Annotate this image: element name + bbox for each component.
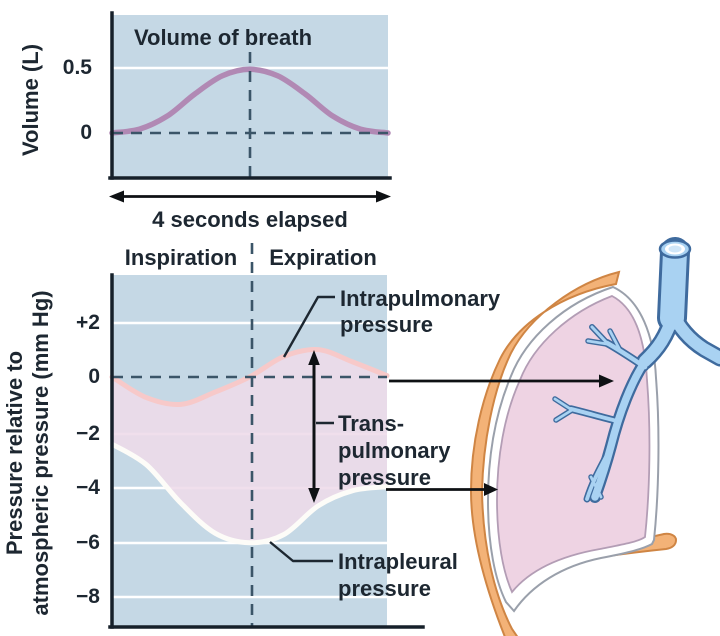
pressure-tick-minus8: −8 [56, 584, 100, 610]
volume-tick-0: 0 [42, 120, 92, 146]
pressure-tick-0: 0 [56, 364, 100, 390]
volume-y-axis-label: Volume (L) [18, 44, 44, 156]
pressure-tick-minus2: −2 [56, 421, 100, 447]
intrapleural-pressure-label: Intrapleural pressure [338, 548, 458, 602]
volume-tick-0-5: 0.5 [42, 55, 92, 81]
volume-chart-title: Volume of breath [128, 25, 318, 51]
transpulmonary-pressure-label: Trans- pulmonary pressure [338, 410, 450, 491]
pressure-tick-minus6: −6 [56, 530, 100, 556]
lung-illustration [471, 241, 720, 636]
trachea-opening [660, 241, 690, 258]
pressure-y-axis-label: Pressure relative to atmospheric pressur… [2, 253, 54, 636]
pressure-tick-minus4: −4 [56, 475, 100, 501]
time-span-label: 4 seconds elapsed [130, 207, 370, 233]
intrapulmonary-pressure-label: Intrapulmonary pressure [340, 286, 500, 338]
phase-label-inspiration: Inspiration [116, 245, 246, 271]
phase-label-expiration: Expiration [258, 245, 388, 271]
pressure-tick-plus2: +2 [56, 310, 100, 336]
time-span-arrow [109, 191, 391, 203]
